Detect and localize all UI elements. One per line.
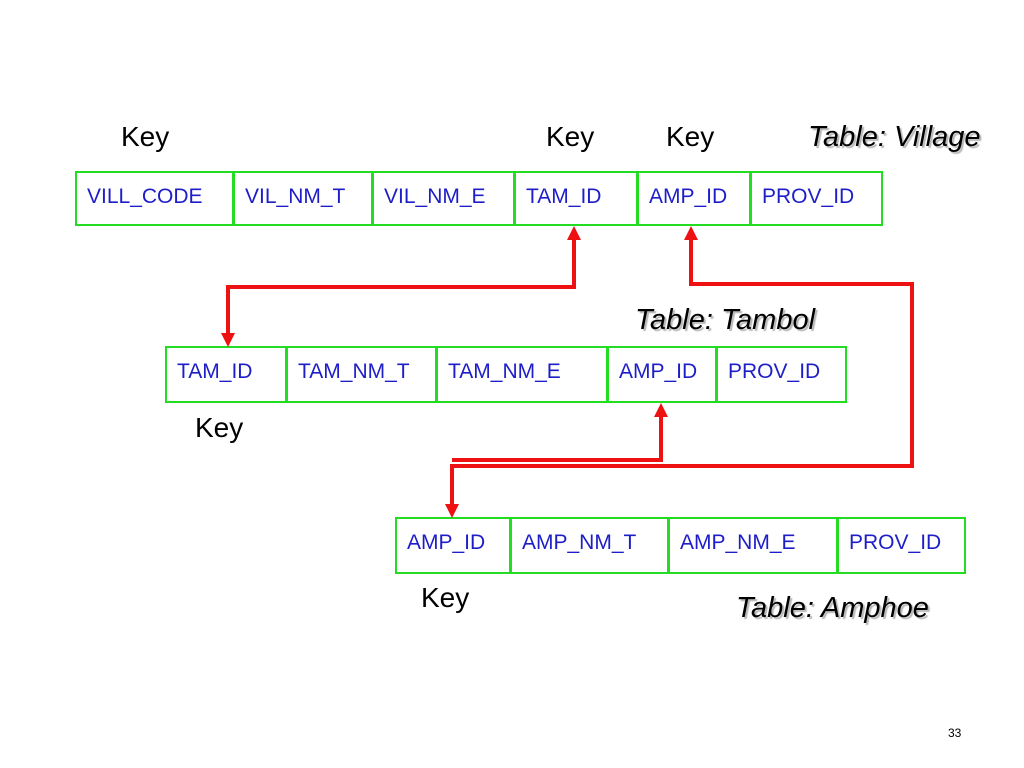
village-key-label-tam-id: Key: [546, 121, 595, 152]
village-table: VILL_CODE VIL_NM_T VIL_NM_E TAM_ID AMP_I…: [75, 171, 883, 226]
village-col-vil-nm-e: VIL_NM_E: [371, 173, 513, 224]
amphoe-table-title: Table: Amphoe: [736, 592, 929, 624]
village-col-vill-code: VILL_CODE: [87, 185, 203, 208]
arrowhead-up-tambol-amp: [654, 403, 668, 417]
amphoe-col-prov-id: PROV_ID: [836, 519, 964, 572]
arrow-village-amp-to-amphoe: [450, 238, 914, 508]
tambol-table: TAM_ID TAM_NM_T TAM_NM_E AMP_ID PROV_ID: [165, 346, 847, 403]
amphoe-col-amp-nm-t: AMP_NM_T: [509, 519, 667, 572]
village-table-title: Table: Village: [808, 121, 981, 153]
arrow-village-tam-to-tambol: [226, 238, 576, 336]
village-col-prov-id: PROV_ID: [749, 173, 881, 224]
amphoe-key-label: Key: [421, 582, 470, 613]
page-number: 33: [948, 726, 962, 740]
tambol-table-title: Table: Tambol: [635, 304, 816, 336]
village-key-label-vill-code: Key: [121, 121, 170, 152]
arrowhead-down-tambol-tam: [221, 333, 235, 347]
village-col-tam-id: TAM_ID: [513, 173, 636, 224]
village-col-vil-nm-t: VIL_NM_T: [232, 173, 371, 224]
tambol-col-tam-nm-e: TAM_NM_E: [435, 348, 606, 401]
tambol-col-tam-id: TAM_ID: [177, 360, 253, 383]
tambol-col-tam-nm-t: TAM_NM_T: [285, 348, 435, 401]
amphoe-col-amp-id: AMP_ID: [407, 531, 486, 554]
tambol-col-prov-id: PROV_ID: [715, 348, 845, 401]
village-key-label-amp-id: Key: [666, 121, 715, 152]
amphoe-table: AMP_ID AMP_NM_T AMP_NM_E PROV_ID: [395, 517, 966, 574]
tambol-col-amp-id: AMP_ID: [606, 348, 715, 401]
arrowhead-up-village-tam: [567, 226, 581, 240]
amphoe-col-amp-nm-e: AMP_NM_E: [667, 519, 836, 572]
arrow-tambol-amp-to-amphoe: [452, 414, 663, 462]
arrowhead-down-amphoe-amp: [445, 504, 459, 518]
arrowhead-up-village-amp: [684, 226, 698, 240]
tambol-key-label: Key: [195, 412, 244, 443]
village-col-amp-id: AMP_ID: [636, 173, 749, 224]
